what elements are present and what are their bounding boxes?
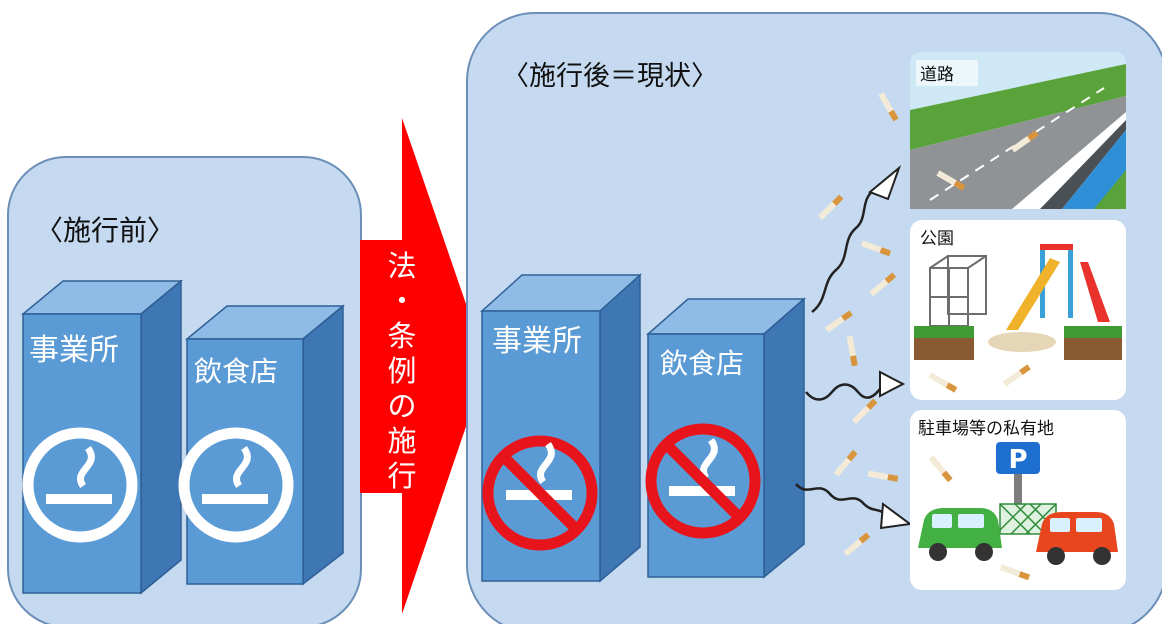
park-picture: 公園 [910,220,1126,400]
svg-text:例: 例 [387,354,416,388]
green-car [918,508,1002,561]
svg-text:法: 法 [387,249,416,283]
svg-text:・: ・ [387,284,416,318]
road-label: 道路 [920,65,954,85]
smoking-allowed-icon [178,427,294,543]
red-car [1036,512,1118,565]
no-smoking-icon [645,423,761,539]
before-building-restaurant-label: 飲食店 [194,355,278,388]
park-label: 公園 [920,229,954,249]
smoke-arrow-to-road [811,164,902,313]
road-picture: 道路 [910,52,1126,209]
before-title: 〈施行前〉 [35,214,175,247]
transition-label: 法 ・ 条 例 の 施 行 [387,249,416,493]
before-building-restaurant: 飲食店 [178,304,346,586]
cigarette-butts [817,92,1039,581]
smoke-arrow-to-parking [795,483,913,530]
smoke-arrow-to-park [805,370,906,401]
after-building-restaurant: 飲食店 [645,297,806,579]
parking-picture: 駐車場等の私有地 P [910,410,1126,590]
after-building-restaurant-label: 飲食店 [660,347,744,380]
svg-text:の: の [387,389,416,423]
after-title: 〈施行後＝現状〉 [502,61,718,92]
no-smoking-icon [482,435,598,551]
transition-arrow [360,118,487,614]
smoking-allowed-icon [22,427,138,543]
svg-text:条: 条 [387,319,416,353]
before-building-office: 事業所 [20,279,184,595]
after-building-office-label: 事業所 [492,324,582,359]
before-building-office-label: 事業所 [29,333,119,368]
svg-text:行: 行 [387,459,416,493]
svg-text:施: 施 [387,424,416,458]
parking-sign: P [1008,445,1027,475]
parking-label: 駐車場等の私有地 [918,419,1054,439]
after-building-office: 事業所 [480,273,642,583]
